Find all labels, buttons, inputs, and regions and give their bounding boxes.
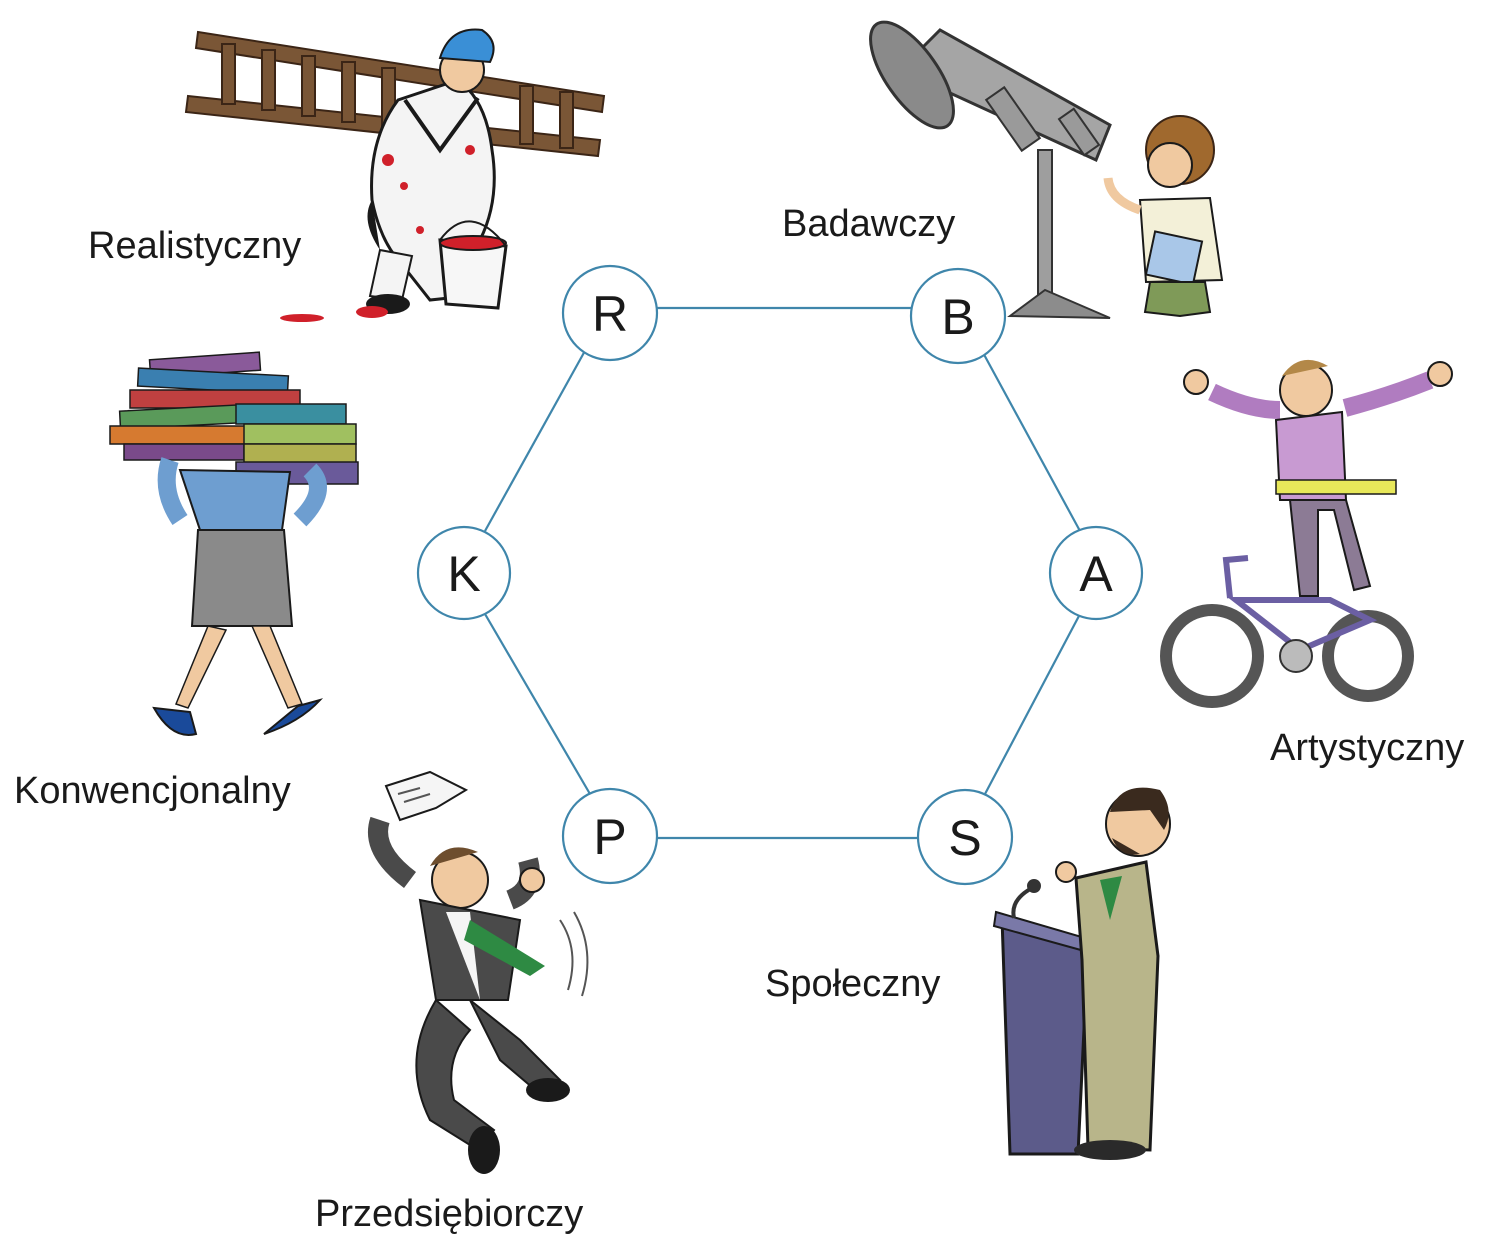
label-badawczy: Badawczy — [782, 203, 955, 245]
label-spoleczny: Społeczny — [765, 963, 940, 1005]
label-konwencjonalny: Konwencjonalny — [14, 770, 291, 812]
edge-a-s — [984, 613, 1081, 795]
edge-p-k — [484, 613, 591, 795]
node-letter-r: R — [592, 286, 628, 342]
node-r: R — [561, 264, 659, 362]
node-s: S — [916, 788, 1014, 886]
hexagon-edges — [484, 306, 1081, 840]
node-k: K — [416, 525, 512, 621]
acrobat-illustration — [1160, 359, 1453, 708]
label-przedsiebiorczy: Przedsiębiorczy — [315, 1193, 583, 1235]
node-letter-a: A — [1079, 546, 1113, 602]
painter-illustration — [184, 28, 606, 322]
label-realistyczny: Realistyczny — [88, 225, 301, 267]
node-letter-k: K — [447, 546, 480, 602]
node-p: P — [561, 787, 659, 885]
speaker-illustration — [992, 787, 1171, 1160]
node-letter-p: P — [593, 809, 626, 865]
node-letter-s: S — [948, 810, 981, 866]
edge-k-r — [484, 348, 587, 532]
hexagon-nodes: R B A S P K — [416, 264, 1144, 886]
node-b: B — [909, 267, 1007, 365]
type-labels: Realistyczny Badawczy Artystyczny Społec… — [14, 203, 1464, 1235]
book-carrier-illustration — [109, 351, 359, 736]
node-a: A — [1048, 525, 1144, 621]
label-artystyczny: Artystyczny — [1270, 727, 1464, 769]
node-letter-b: B — [941, 289, 974, 345]
edge-b-a — [980, 348, 1081, 532]
scientist-illustration — [869, 20, 1224, 319]
businessman-illustration — [368, 770, 589, 1174]
